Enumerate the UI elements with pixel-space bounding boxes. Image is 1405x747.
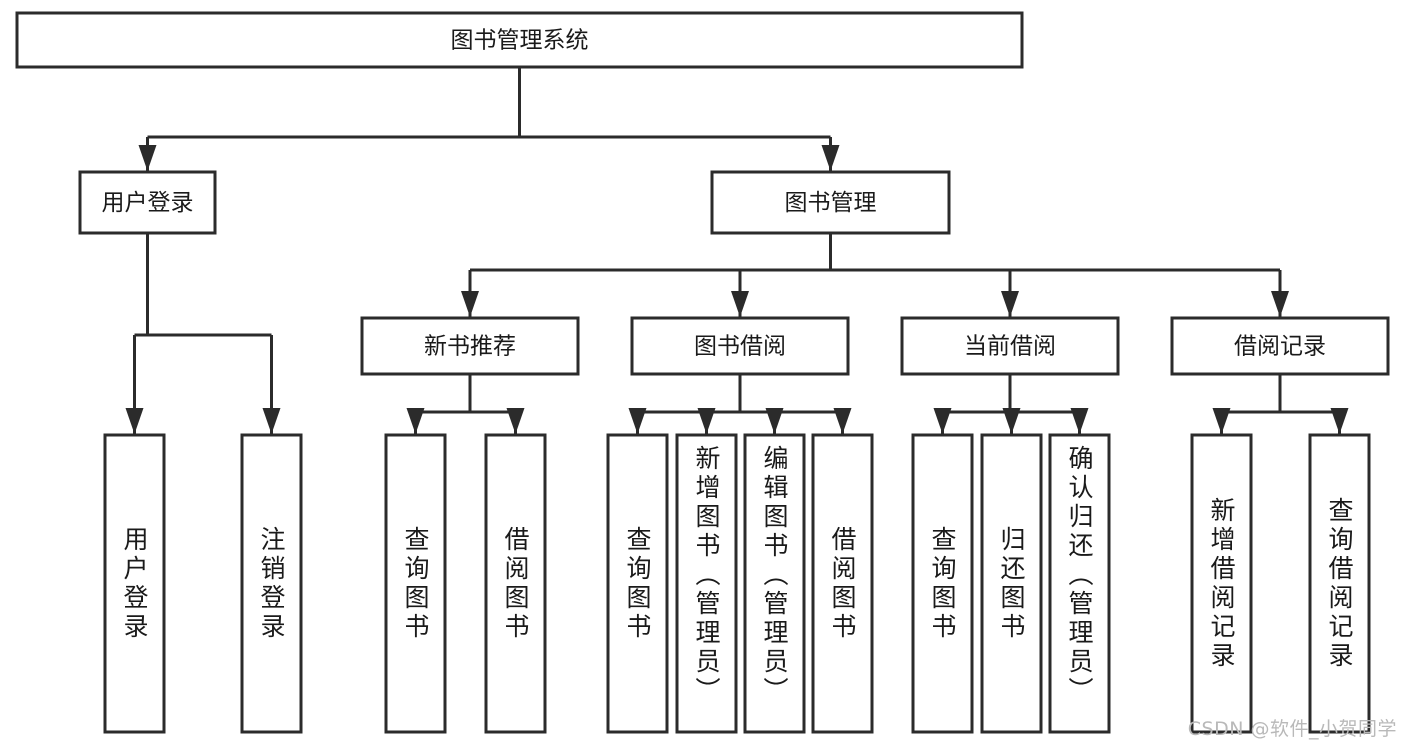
arrow-head-icon bbox=[125, 408, 144, 434]
arrow-head-icon bbox=[697, 408, 716, 434]
node-leaf-query-record[interactable] bbox=[1308, 433, 1371, 734]
node-leaf-query-book-2[interactable] bbox=[606, 433, 669, 734]
node-leaf-query-book-3[interactable] bbox=[911, 433, 974, 734]
connector-layer bbox=[125, 67, 1349, 434]
node-leaf-return-book[interactable] bbox=[980, 433, 1043, 734]
arrow-head-icon bbox=[765, 408, 784, 434]
node-label-current-borrow: 当前借阅 bbox=[964, 334, 1056, 360]
node-label-user-login: 用户登录 bbox=[102, 190, 194, 216]
node-label-book-borrow: 图书借阅 bbox=[694, 334, 786, 360]
arrow-head-icon bbox=[1330, 408, 1349, 434]
node-leaf-logout[interactable] bbox=[240, 433, 303, 734]
arrow-head-icon bbox=[506, 408, 525, 434]
node-label-root: 图书管理系统 bbox=[451, 28, 589, 54]
arrow-head-icon bbox=[138, 145, 157, 171]
node-leaf-add-book[interactable] bbox=[675, 433, 738, 734]
node-leaf-confirm-return[interactable] bbox=[1048, 433, 1111, 734]
arrow-head-icon bbox=[933, 408, 952, 434]
arrow-head-icon bbox=[1002, 408, 1021, 434]
csdn-watermark: CSDN @软件_小贺同学 bbox=[1187, 718, 1397, 740]
node-leaf-borrow-book-2[interactable] bbox=[811, 433, 874, 734]
node-leaf-user-login[interactable] bbox=[103, 433, 166, 734]
arrow-head-icon bbox=[461, 291, 479, 317]
node-root-title[interactable] bbox=[15, 11, 1024, 69]
arrow-head-icon bbox=[821, 145, 840, 171]
node-leaf-edit-book[interactable] bbox=[743, 433, 806, 734]
node-leaf-add-record[interactable] bbox=[1190, 433, 1253, 734]
node-box-layer bbox=[15, 11, 1390, 734]
node-user-login[interactable] bbox=[78, 170, 217, 235]
node-leaf-borrow-book-1[interactable] bbox=[484, 433, 547, 734]
arrow-head-icon bbox=[406, 408, 425, 434]
node-current-borrow[interactable] bbox=[900, 316, 1120, 376]
arrow-head-icon bbox=[1070, 408, 1089, 434]
arrow-head-icon bbox=[1001, 291, 1019, 317]
arrow-head-icon bbox=[628, 408, 647, 434]
node-leaf-query-book-1[interactable] bbox=[384, 433, 447, 734]
arrow-head-icon bbox=[833, 408, 852, 434]
node-borrow-record[interactable] bbox=[1170, 316, 1390, 376]
node-new-book-recommend[interactable] bbox=[360, 316, 580, 376]
node-label-new-book-recommend: 新书推荐 bbox=[424, 334, 516, 360]
arrow-head-icon bbox=[1212, 408, 1231, 434]
arrow-head-icon bbox=[731, 291, 749, 317]
node-book-manage[interactable] bbox=[710, 170, 951, 235]
arrow-head-icon bbox=[1271, 291, 1289, 317]
node-label-borrow-record: 借阅记录 bbox=[1234, 334, 1326, 360]
arrow-head-icon bbox=[262, 408, 281, 434]
node-book-borrow[interactable] bbox=[630, 316, 850, 376]
node-label-book-manage: 图书管理 bbox=[785, 190, 877, 216]
